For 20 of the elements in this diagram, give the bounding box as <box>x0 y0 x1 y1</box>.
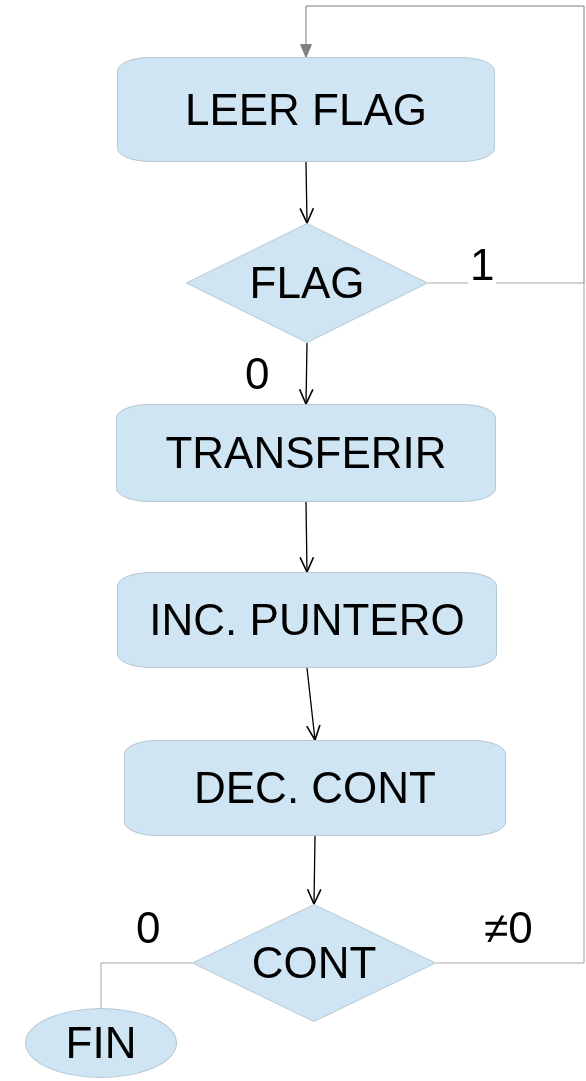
node-label: LEER FLAG <box>184 87 428 132</box>
arrow <box>299 501 315 573</box>
connector-line <box>100 962 193 1009</box>
decision-diamond <box>192 904 436 1022</box>
arrow <box>299 161 315 224</box>
arrow <box>306 835 322 905</box>
process-box <box>117 57 495 162</box>
process-box <box>116 404 496 502</box>
process-box <box>124 740 506 836</box>
arrow <box>298 342 314 405</box>
process-box <box>117 572 497 668</box>
node-label: FIN <box>65 1021 137 1065</box>
decision-diamond <box>186 223 428 343</box>
node-label: CONT <box>251 941 377 985</box>
arrow <box>300 5 585 964</box>
node-label: DEC. CONT <box>194 766 436 810</box>
node-label: INC. PUNTERO <box>149 598 465 642</box>
node-label: TRANSFERIR <box>165 431 447 475</box>
arrow <box>305 667 321 741</box>
node-label: FLAG <box>249 261 365 305</box>
